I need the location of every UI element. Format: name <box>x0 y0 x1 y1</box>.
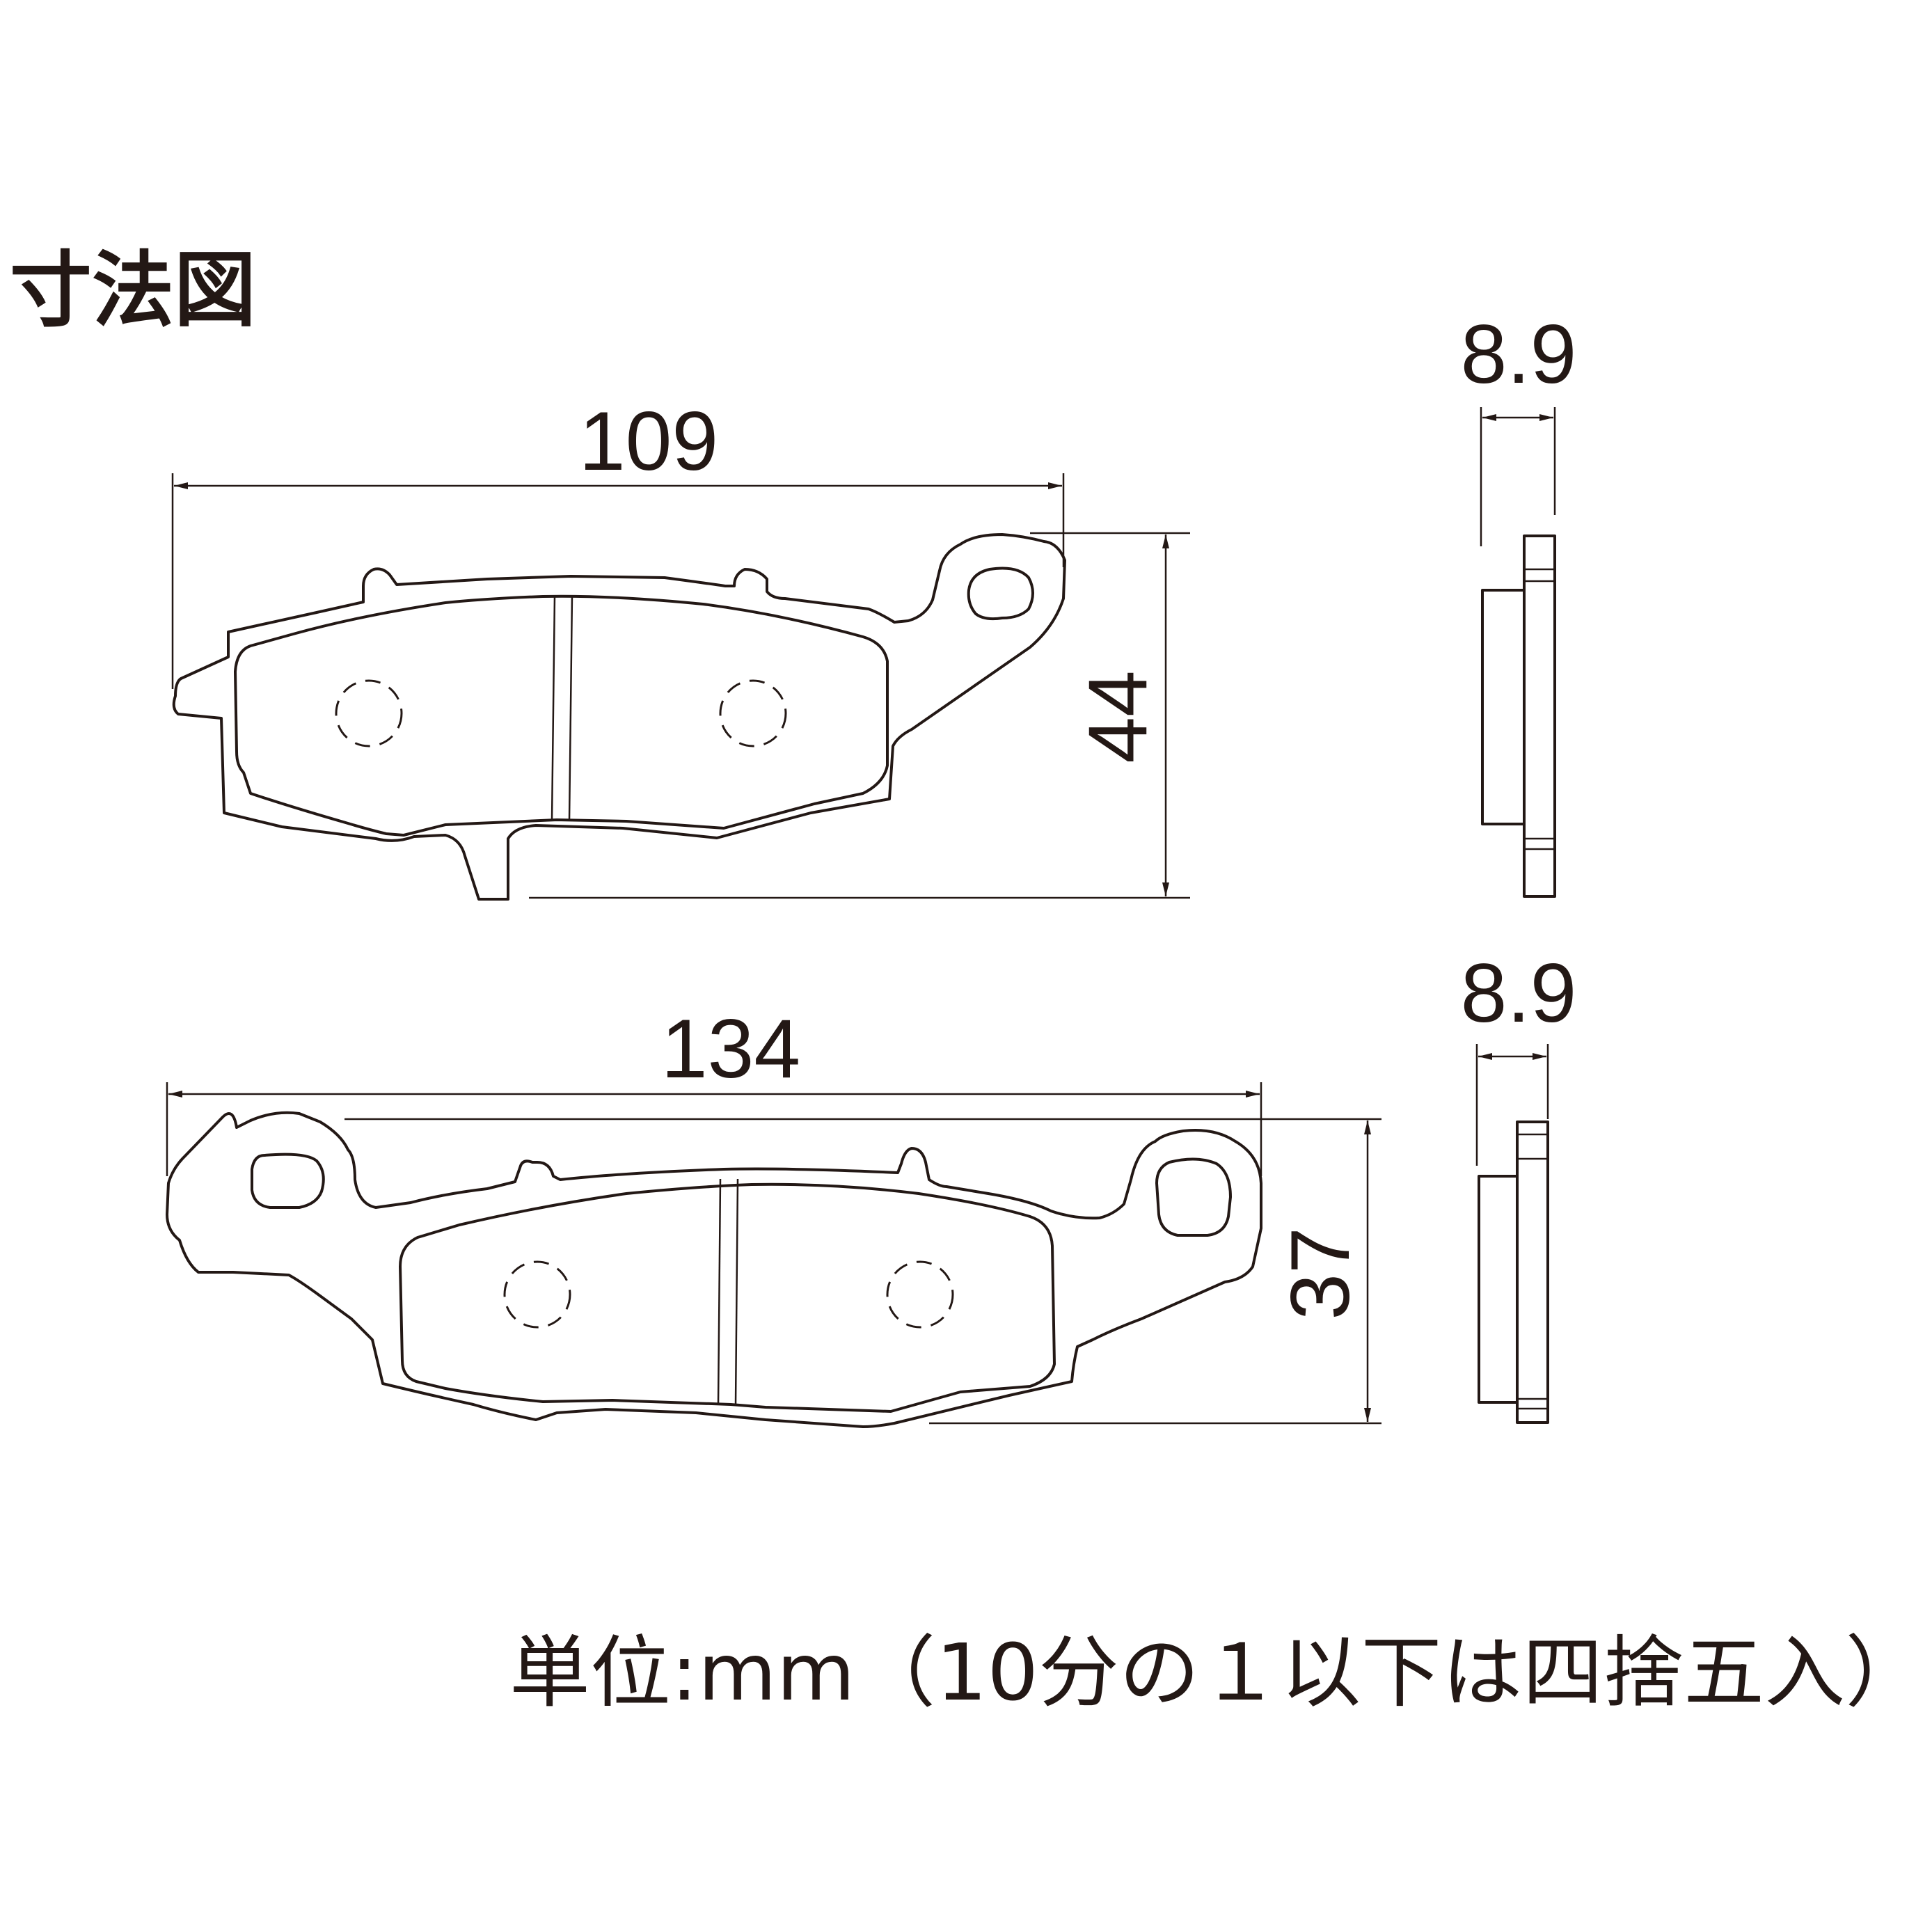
bottom-pad-front-view <box>166 1111 1262 1428</box>
top-pad-height-dimension: 44 <box>529 532 1190 899</box>
top-side-backing-plate <box>1523 535 1556 898</box>
bottom-pad-backing-plate <box>166 1111 1262 1428</box>
bottom-pad-mounting-hole-left <box>251 1153 325 1209</box>
top-pad-width-dimension: 109 <box>171 395 1065 689</box>
drawing-title: 寸法図 <box>10 242 256 338</box>
top-pad-mounting-hole <box>967 567 1034 621</box>
bottom-pad-width-dimension: 134 <box>166 1002 1262 1176</box>
bottom-pad-slot-left <box>717 1178 722 1405</box>
bottom-pad-side-view <box>1478 1121 1549 1424</box>
bottom-side-friction-material <box>1478 1175 1519 1404</box>
bottom-height-label: 37 <box>1274 1227 1367 1320</box>
unit-note: 単位:mm（10分の１以下は四捨五入） <box>509 1628 1926 1718</box>
bottom-width-label: 134 <box>661 1002 800 1095</box>
top-width-label: 109 <box>579 395 718 488</box>
bottom-pad-piston-mark-right <box>886 1260 954 1329</box>
top-pad-backing-plate <box>172 533 1066 901</box>
bottom-pad-piston-mark-left <box>503 1260 571 1329</box>
top-pad-slot-left <box>551 594 556 822</box>
bottom-side-backing-plate <box>1516 1121 1549 1424</box>
top-height-label: 44 <box>1071 670 1164 763</box>
bottom-pad-height-dimension: 37 <box>345 1118 1381 1425</box>
top-pad-slot-right <box>568 594 573 822</box>
top-pad-thickness-dimension: 8.9 <box>1461 308 1577 546</box>
bottom-thickness-label: 8.9 <box>1461 947 1577 1040</box>
top-pad-piston-mark-left <box>335 679 403 747</box>
top-pad-front-view <box>172 533 1066 901</box>
bottom-pad-friction-material <box>399 1182 1056 1413</box>
top-pad-side-view <box>1481 535 1556 898</box>
top-pad-piston-mark-right <box>719 679 787 747</box>
bottom-pad-mounting-hole-right <box>1155 1157 1232 1237</box>
bottom-pad-slot-right <box>734 1178 739 1405</box>
top-pad-friction-material <box>234 594 889 837</box>
top-thickness-label: 8.9 <box>1461 308 1577 401</box>
bottom-pad-thickness-dimension: 8.9 <box>1461 947 1577 1166</box>
top-side-friction-material <box>1481 589 1526 825</box>
